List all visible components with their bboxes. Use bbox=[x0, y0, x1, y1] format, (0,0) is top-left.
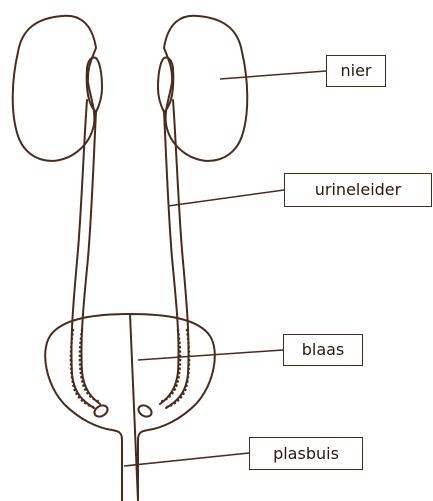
left-ureter-dots-inner bbox=[80, 330, 100, 402]
urineleider-label: urineleider bbox=[284, 173, 432, 207]
urineleider-leader bbox=[168, 190, 284, 206]
left-ureter-opening bbox=[92, 403, 109, 419]
blaas-leader bbox=[138, 350, 283, 360]
right-kidney bbox=[164, 16, 247, 161]
right-ureter-opening bbox=[136, 403, 153, 419]
nier-leader bbox=[220, 71, 326, 79]
blaas-label: blaas bbox=[283, 334, 363, 366]
plasbuis-label: plasbuis bbox=[249, 437, 363, 470]
plasbuis-leader bbox=[124, 453, 249, 466]
nier-label: nier bbox=[326, 55, 386, 87]
left-kidney bbox=[13, 16, 96, 161]
right-ureter-dots-inner bbox=[160, 330, 180, 402]
